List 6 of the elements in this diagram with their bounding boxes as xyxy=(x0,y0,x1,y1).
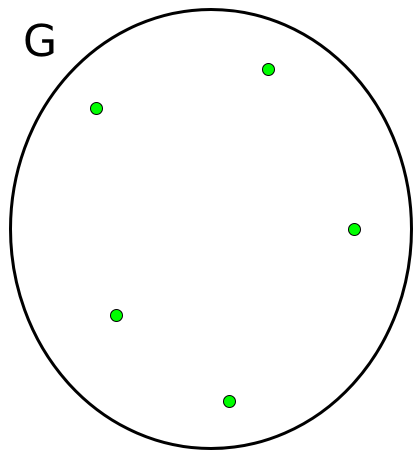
vertex-dot xyxy=(110,308,122,322)
vertex-dot xyxy=(348,222,360,236)
vertex-dot xyxy=(262,62,274,76)
set-label: G xyxy=(23,20,58,64)
vertex-dot xyxy=(90,102,102,114)
vertex-dot xyxy=(222,394,236,408)
